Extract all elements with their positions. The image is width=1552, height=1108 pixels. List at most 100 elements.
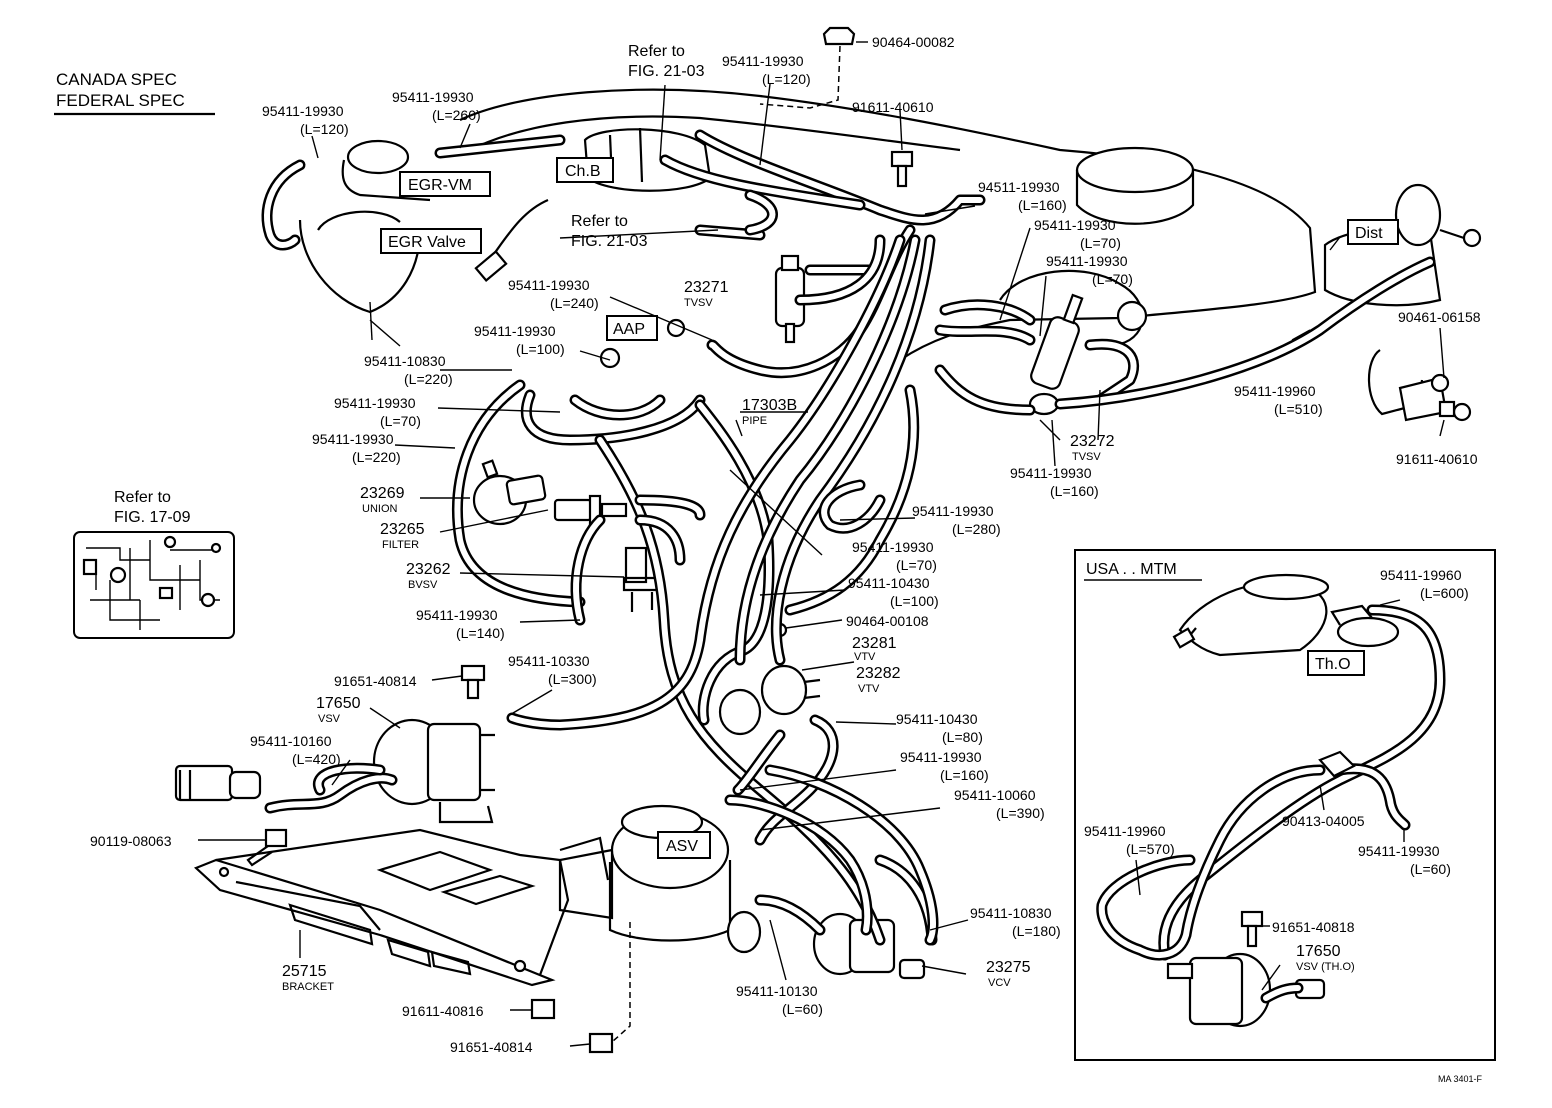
callout-c14-length: (L=140) — [456, 625, 505, 641]
ch-b-box: Ch.B — [565, 163, 601, 180]
callout-c38-part: 91651-40818 — [1272, 919, 1355, 935]
callout-c15-part: 95411-19930 — [1010, 465, 1092, 481]
ref-fig-17-09-line1: Refer to — [114, 489, 171, 506]
callout-c27-part: 95411-10830 — [970, 905, 1052, 921]
part-23269-name: UNION — [362, 503, 398, 515]
callout-c22-part: 95411-10160 — [250, 733, 332, 749]
callout-c11-part: 95411-10830 — [364, 353, 446, 369]
callout-c07-part: 95411-19930 — [1034, 217, 1116, 233]
callout-c24-length: (L=160) — [940, 767, 989, 783]
leader-lines — [198, 41, 1445, 1047]
egr-vm-box: EGR-VM — [408, 177, 472, 194]
callout-c32-length: (L=510) — [1274, 401, 1323, 417]
callout-c16-part: 95411-19930 — [912, 503, 994, 519]
callout-c20-part: 95411-10330 — [508, 653, 590, 669]
part-17650-tho-name: VSV (TH.O) — [1296, 961, 1355, 973]
part-25715-name: BRACKET — [282, 981, 334, 993]
callout-c10-length: (L=100) — [516, 341, 565, 357]
callout-c17-length: (L=70) — [896, 557, 937, 573]
th-o-box: Th.O — [1315, 656, 1351, 673]
part-23272-number: 23272 — [1070, 433, 1115, 450]
asv-box: ASV — [666, 838, 698, 855]
callout-c27-length: (L=180) — [1012, 923, 1061, 939]
part-25715-number: 25715 — [282, 963, 327, 980]
callout-c29-part: 91611-40816 — [402, 1003, 484, 1019]
callout-c21-part: 91651-40814 — [334, 673, 417, 689]
callout-c06-length: (L=160) — [1018, 197, 1067, 213]
ref-fig-21-03-mid-line1: Refer to — [571, 213, 628, 230]
part-23282-number: 23282 — [856, 665, 901, 682]
callout-c33-part: 91611-40610 — [1396, 451, 1478, 467]
callout-c34-part: 95411-19960 — [1380, 567, 1462, 583]
callout-c13-part: 95411-19930 — [312, 431, 394, 447]
callout-c08-length: (L=70) — [1092, 271, 1133, 287]
callout-c07-length: (L=70) — [1080, 235, 1121, 251]
callout-c09-length: (L=240) — [550, 295, 599, 311]
callout-c37-part: 95411-19960 — [1084, 823, 1166, 839]
part-labels: 23271 TVSV 17303B PIPE 23269 UNION 23265… — [282, 279, 1355, 993]
callout-c35-part: 90413-04005 — [1282, 813, 1365, 829]
callout-c02-part: 95411-19930 — [392, 89, 474, 105]
part-17650-number: 17650 — [316, 695, 361, 712]
callout-c17-part: 95411-19930 — [852, 539, 934, 555]
part-23282-name: VTV — [858, 683, 880, 695]
callout-c22-length: (L=420) — [292, 751, 341, 767]
part-23275-number: 23275 — [986, 959, 1031, 976]
callout-c28-part: 95411-10130 — [736, 983, 818, 999]
callout-c18-length: (L=100) — [890, 593, 939, 609]
callout-c03-part: 95411-19930 — [722, 53, 804, 69]
boxed-labels: EGR-VM EGR Valve Ch.B AAP Dist ASV Th.O — [380, 157, 1399, 859]
part-23281-name: VTV — [854, 651, 876, 663]
callout-c16-length: (L=280) — [952, 521, 1001, 537]
header-labels: CANADA SPEC FEDERAL SPEC — [54, 70, 215, 116]
ref-fig-21-03-top-line2: FIG. 21-03 — [628, 63, 705, 80]
callout-c13-length: (L=220) — [352, 449, 401, 465]
fig-17-09-inset — [73, 531, 235, 639]
part-23265-name: FILTER — [382, 539, 419, 551]
ref-fig-21-03-mid-line2: FIG. 21-03 — [571, 233, 648, 250]
callout-c25-length: (L=390) — [996, 805, 1045, 821]
usa-mtm-inset — [1074, 549, 1496, 1061]
callout-c20-length: (L=300) — [548, 671, 597, 687]
part-23262-number: 23262 — [406, 561, 451, 578]
callout-c12-part: 95411-19930 — [334, 395, 416, 411]
callout-c09-part: 95411-19930 — [508, 277, 590, 293]
part-23265-number: 23265 — [380, 521, 425, 538]
callout-c04-part: 90464-00082 — [872, 34, 955, 50]
callout-c32-part: 95411-19960 — [1234, 383, 1316, 399]
part-23271-name: TVSV — [684, 297, 713, 309]
canada-spec-label: CANADA SPEC — [56, 70, 177, 89]
callout-c15-length: (L=160) — [1050, 483, 1099, 499]
callout-c18-part: 95411-10430 — [848, 575, 930, 591]
callout-c23-length: (L=80) — [942, 729, 983, 745]
egr-valve-box: EGR Valve — [388, 234, 466, 251]
part-17650-name: VSV — [318, 713, 341, 725]
part-23262-name: BVSV — [408, 579, 438, 591]
part-23271-number: 23271 — [684, 279, 729, 296]
callout-c23-part: 95411-10430 — [896, 711, 978, 727]
callout-c36-length: (L=60) — [1410, 861, 1451, 877]
callout-c36-part: 95411-19930 — [1358, 843, 1440, 859]
aap-box: AAP — [613, 321, 645, 338]
part-23269-number: 23269 — [360, 485, 405, 502]
callout-c30-part: 91651-40814 — [450, 1039, 533, 1055]
part-23281-number: 23281 — [852, 635, 897, 652]
callout-c11-length: (L=220) — [404, 371, 453, 387]
part-17303b-number: 17303B — [742, 397, 797, 414]
dist-box: Dist — [1355, 225, 1383, 242]
part-17303b-name: PIPE — [742, 415, 767, 427]
callout-c34-length: (L=600) — [1420, 585, 1469, 601]
callout-c19-part: 90464-00108 — [846, 613, 929, 629]
callout-c14-part: 95411-19930 — [416, 607, 498, 623]
federal-spec-label: FEDERAL SPEC — [56, 91, 185, 110]
callout-c01-part: 95411-19930 — [262, 103, 344, 119]
callout-c02-length: (L=260) — [432, 107, 481, 123]
figure-references: Refer to FIG. 21-03 Refer to FIG. 21-03 … — [114, 43, 705, 526]
callout-c01-length: (L=120) — [300, 121, 349, 137]
callout-c05-part: 91611-40610 — [852, 99, 934, 115]
part-23272-name: TVSV — [1072, 451, 1101, 463]
callout-c08-part: 95411-19930 — [1046, 253, 1128, 269]
footer-code: MA 3401-F — [1438, 1074, 1483, 1084]
ref-fig-21-03-top-line1: Refer to — [628, 43, 685, 60]
